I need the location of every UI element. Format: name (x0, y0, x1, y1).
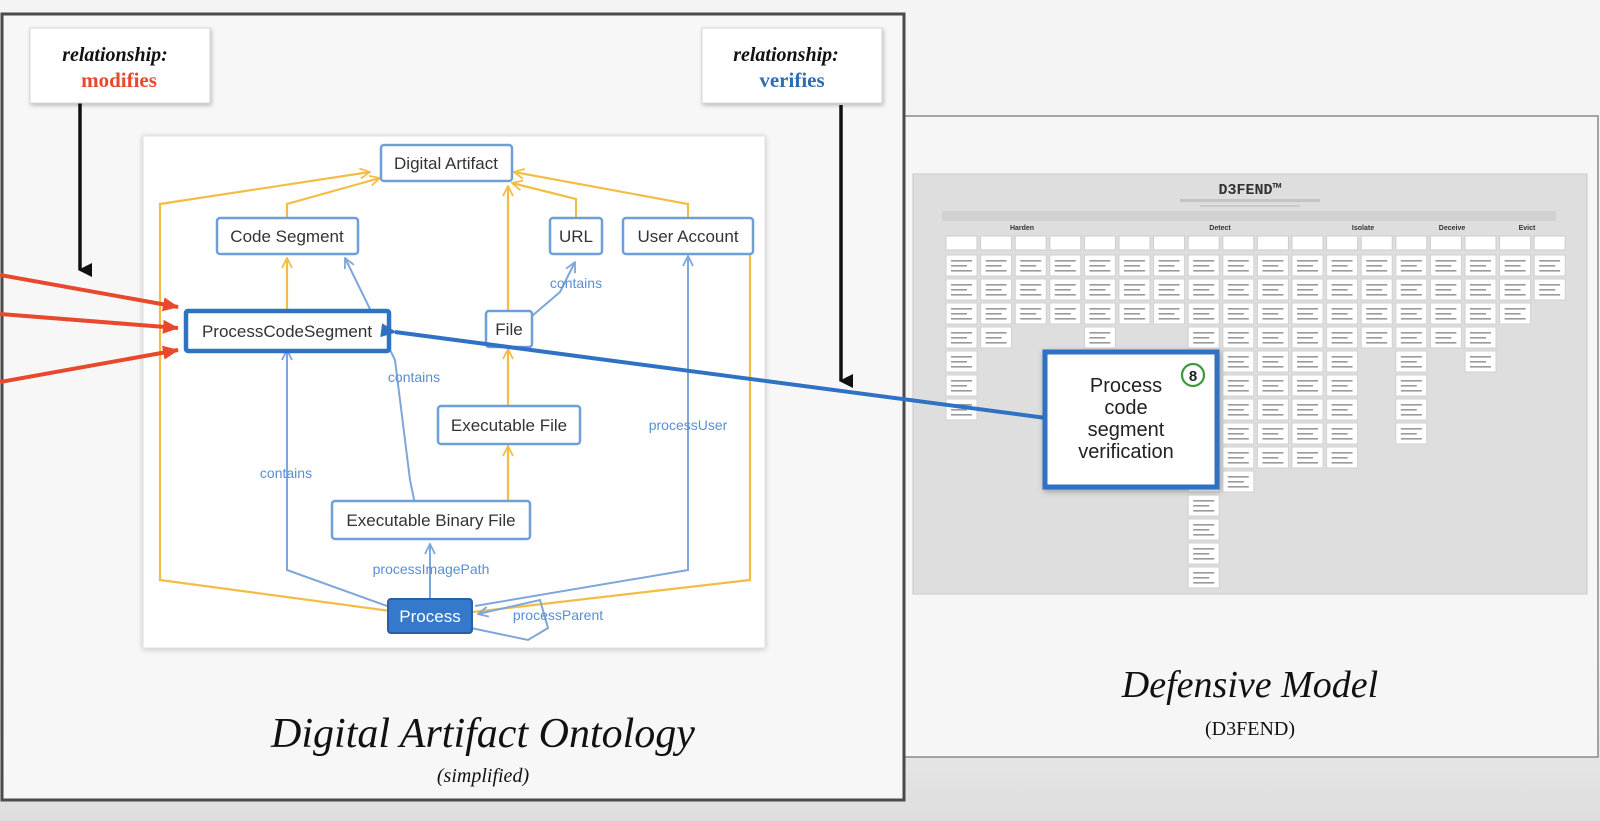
ontology-subcaption: (simplified) (437, 765, 530, 787)
edge-url-digital-artifact (512, 183, 578, 222)
matrix-column-header (1118, 235, 1151, 251)
node-executable-binary-file: Executable Binary File (330, 499, 532, 541)
matrix-column-header (1499, 235, 1532, 251)
technique-callout-line-3: segment (1088, 419, 1165, 441)
node-process-code-segment: ProcessCodeSegment (183, 308, 392, 354)
node-executable-binary-file-label: Executable Binary File (346, 511, 515, 530)
node-code-segment: Code Segment (215, 216, 360, 256)
edge-process-user-account (474, 256, 688, 607)
matrix-column-header (945, 235, 978, 251)
matrix-column-header (1049, 235, 1082, 251)
callout-modifies-label: relationship: (62, 44, 168, 66)
modifies-arrow-1 (0, 273, 179, 312)
matrix-column-header (1360, 235, 1393, 251)
matrix-column-header (1533, 235, 1566, 251)
node-url: URL (548, 216, 604, 256)
d3fend-logo: D3FEND™ (1218, 182, 1281, 199)
edge-code-segment-digital-artifact (285, 178, 380, 222)
matrix-column-header (1429, 235, 1462, 251)
technique-callout: Process code segment verification 8 (1042, 349, 1220, 490)
callout-verifies: relationship: verifies (701, 27, 883, 104)
matrix-column-header (1083, 235, 1116, 251)
node-file: File (484, 309, 534, 349)
modifies-arrow-2 (0, 312, 179, 334)
technique-number-badge (1180, 362, 1206, 388)
matrix-column-header (1326, 235, 1359, 251)
edge-user-account-digital-artifact (514, 172, 690, 222)
node-user-account: User Account (621, 216, 755, 256)
callout-modifies-value: modifies (81, 68, 157, 92)
tactic-header-evict: Evict (1519, 225, 1536, 232)
node-process-label: Process (399, 607, 460, 626)
defensive-model-caption: Defensive Model (1121, 664, 1378, 706)
modifies-arrow-3 (0, 345, 179, 384)
ontology-caption: Digital Artifact Ontology (270, 711, 695, 757)
node-user-account-label: User Account (637, 227, 738, 246)
tactic-header-isolate: Isolate (1352, 225, 1374, 232)
tactic-header-detect: Detect (1209, 225, 1231, 232)
matrix-column-header (1395, 235, 1428, 251)
matrix-column-header (1291, 235, 1324, 251)
verifies-arrow (380, 323, 1047, 420)
edge-label-contains-code: contains (388, 369, 440, 385)
node-process-code-segment-label: ProcessCodeSegment (202, 322, 372, 341)
tactic-header-harden: Harden (1010, 225, 1034, 232)
matrix-column-header (1222, 235, 1255, 251)
technique-callout-line-4: verification (1078, 441, 1174, 463)
matrix-column-header (1464, 235, 1497, 251)
matrix-column-header (980, 235, 1013, 251)
d3fend-matrix: D3FEND™ Harden Detect Isolate Deceive Evict (912, 173, 1588, 595)
edge-label-contains-url: contains (550, 275, 602, 291)
callout-modifies: relationship: modifies (29, 27, 211, 104)
edge-process-right (472, 250, 752, 614)
edge-label-contains-process: contains (260, 465, 312, 481)
callout-verifies-value: verifies (759, 68, 824, 92)
node-process: Process (387, 598, 473, 634)
matrix-column-header (1014, 235, 1047, 251)
node-url-label: URL (559, 227, 593, 246)
node-code-segment-label: Code Segment (230, 227, 344, 246)
edge-process-digital-artifact (158, 172, 399, 614)
matrix-column-header (1153, 235, 1186, 251)
modifies-arrows (0, 273, 179, 384)
edge-label-process-user: processUser (649, 417, 728, 433)
node-digital-artifact-label: Digital Artifact (394, 154, 498, 173)
edge-process-pcs (287, 350, 399, 611)
node-executable-file-label: Executable File (451, 416, 567, 435)
callout-verifies-label: relationship: (733, 44, 839, 66)
yellow-edges (158, 172, 752, 614)
edge-label-process-parent: processParent (513, 607, 603, 623)
technique-callout-line-2: code (1104, 397, 1147, 419)
edge-file-url (531, 262, 575, 317)
matrix-column-header (1187, 235, 1220, 251)
technique-number: 8 (1189, 368, 1197, 385)
tactic-header-deceive: Deceive (1439, 225, 1466, 232)
d3fend-caption: (D3FEND) (1205, 718, 1295, 740)
node-file-label: File (495, 320, 522, 339)
edge-process-parent (470, 598, 550, 642)
edge-label-process-image-path: processImagePath (373, 561, 490, 577)
technique-callout-line-1: Process (1090, 375, 1162, 397)
node-executable-file: Executable File (436, 404, 582, 446)
matrix-column-header (1256, 235, 1289, 251)
node-digital-artifact: Digital Artifact (379, 143, 514, 183)
